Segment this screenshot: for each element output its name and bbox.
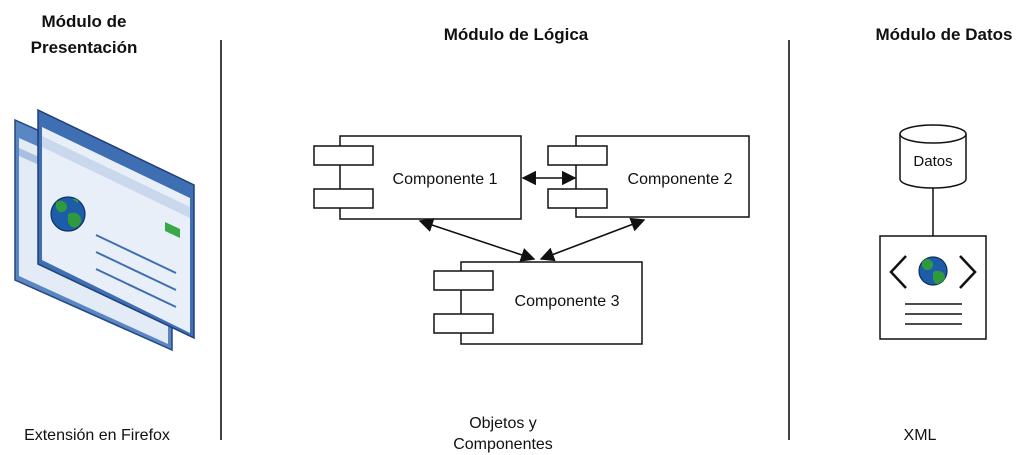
arrow-c1-c3 bbox=[418, 218, 536, 262]
logic-caption-line1: Objetos y bbox=[469, 415, 537, 432]
component-2: Componente 2 bbox=[547, 135, 750, 218]
component-1-label: Componente 1 bbox=[393, 171, 498, 188]
logic-caption-line2: Componentes bbox=[453, 436, 553, 453]
database-icon: Datos bbox=[899, 124, 967, 189]
data-caption: XML bbox=[904, 427, 937, 444]
arrow-c2-c3 bbox=[539, 217, 646, 262]
component-3: Componente 3 bbox=[433, 261, 643, 345]
globe-icon bbox=[50, 196, 86, 232]
globe-icon bbox=[918, 256, 948, 286]
database-label: Datos bbox=[913, 153, 952, 170]
logic-module-title: Módulo de Lógica bbox=[444, 25, 589, 44]
data-module-title: Módulo de Datos bbox=[876, 25, 1013, 44]
component-1: Componente 1 bbox=[313, 135, 522, 220]
component-2-label: Componente 2 bbox=[628, 171, 733, 188]
presentation-module-title-line1: Módulo de bbox=[42, 12, 127, 31]
browser-window-icon bbox=[14, 108, 195, 352]
xml-document-icon bbox=[879, 235, 987, 340]
component-3-label: Componente 3 bbox=[515, 293, 620, 310]
presentation-caption: Extensión en Firefox bbox=[24, 427, 170, 444]
presentation-module-title-line2: Presentación bbox=[31, 38, 138, 57]
